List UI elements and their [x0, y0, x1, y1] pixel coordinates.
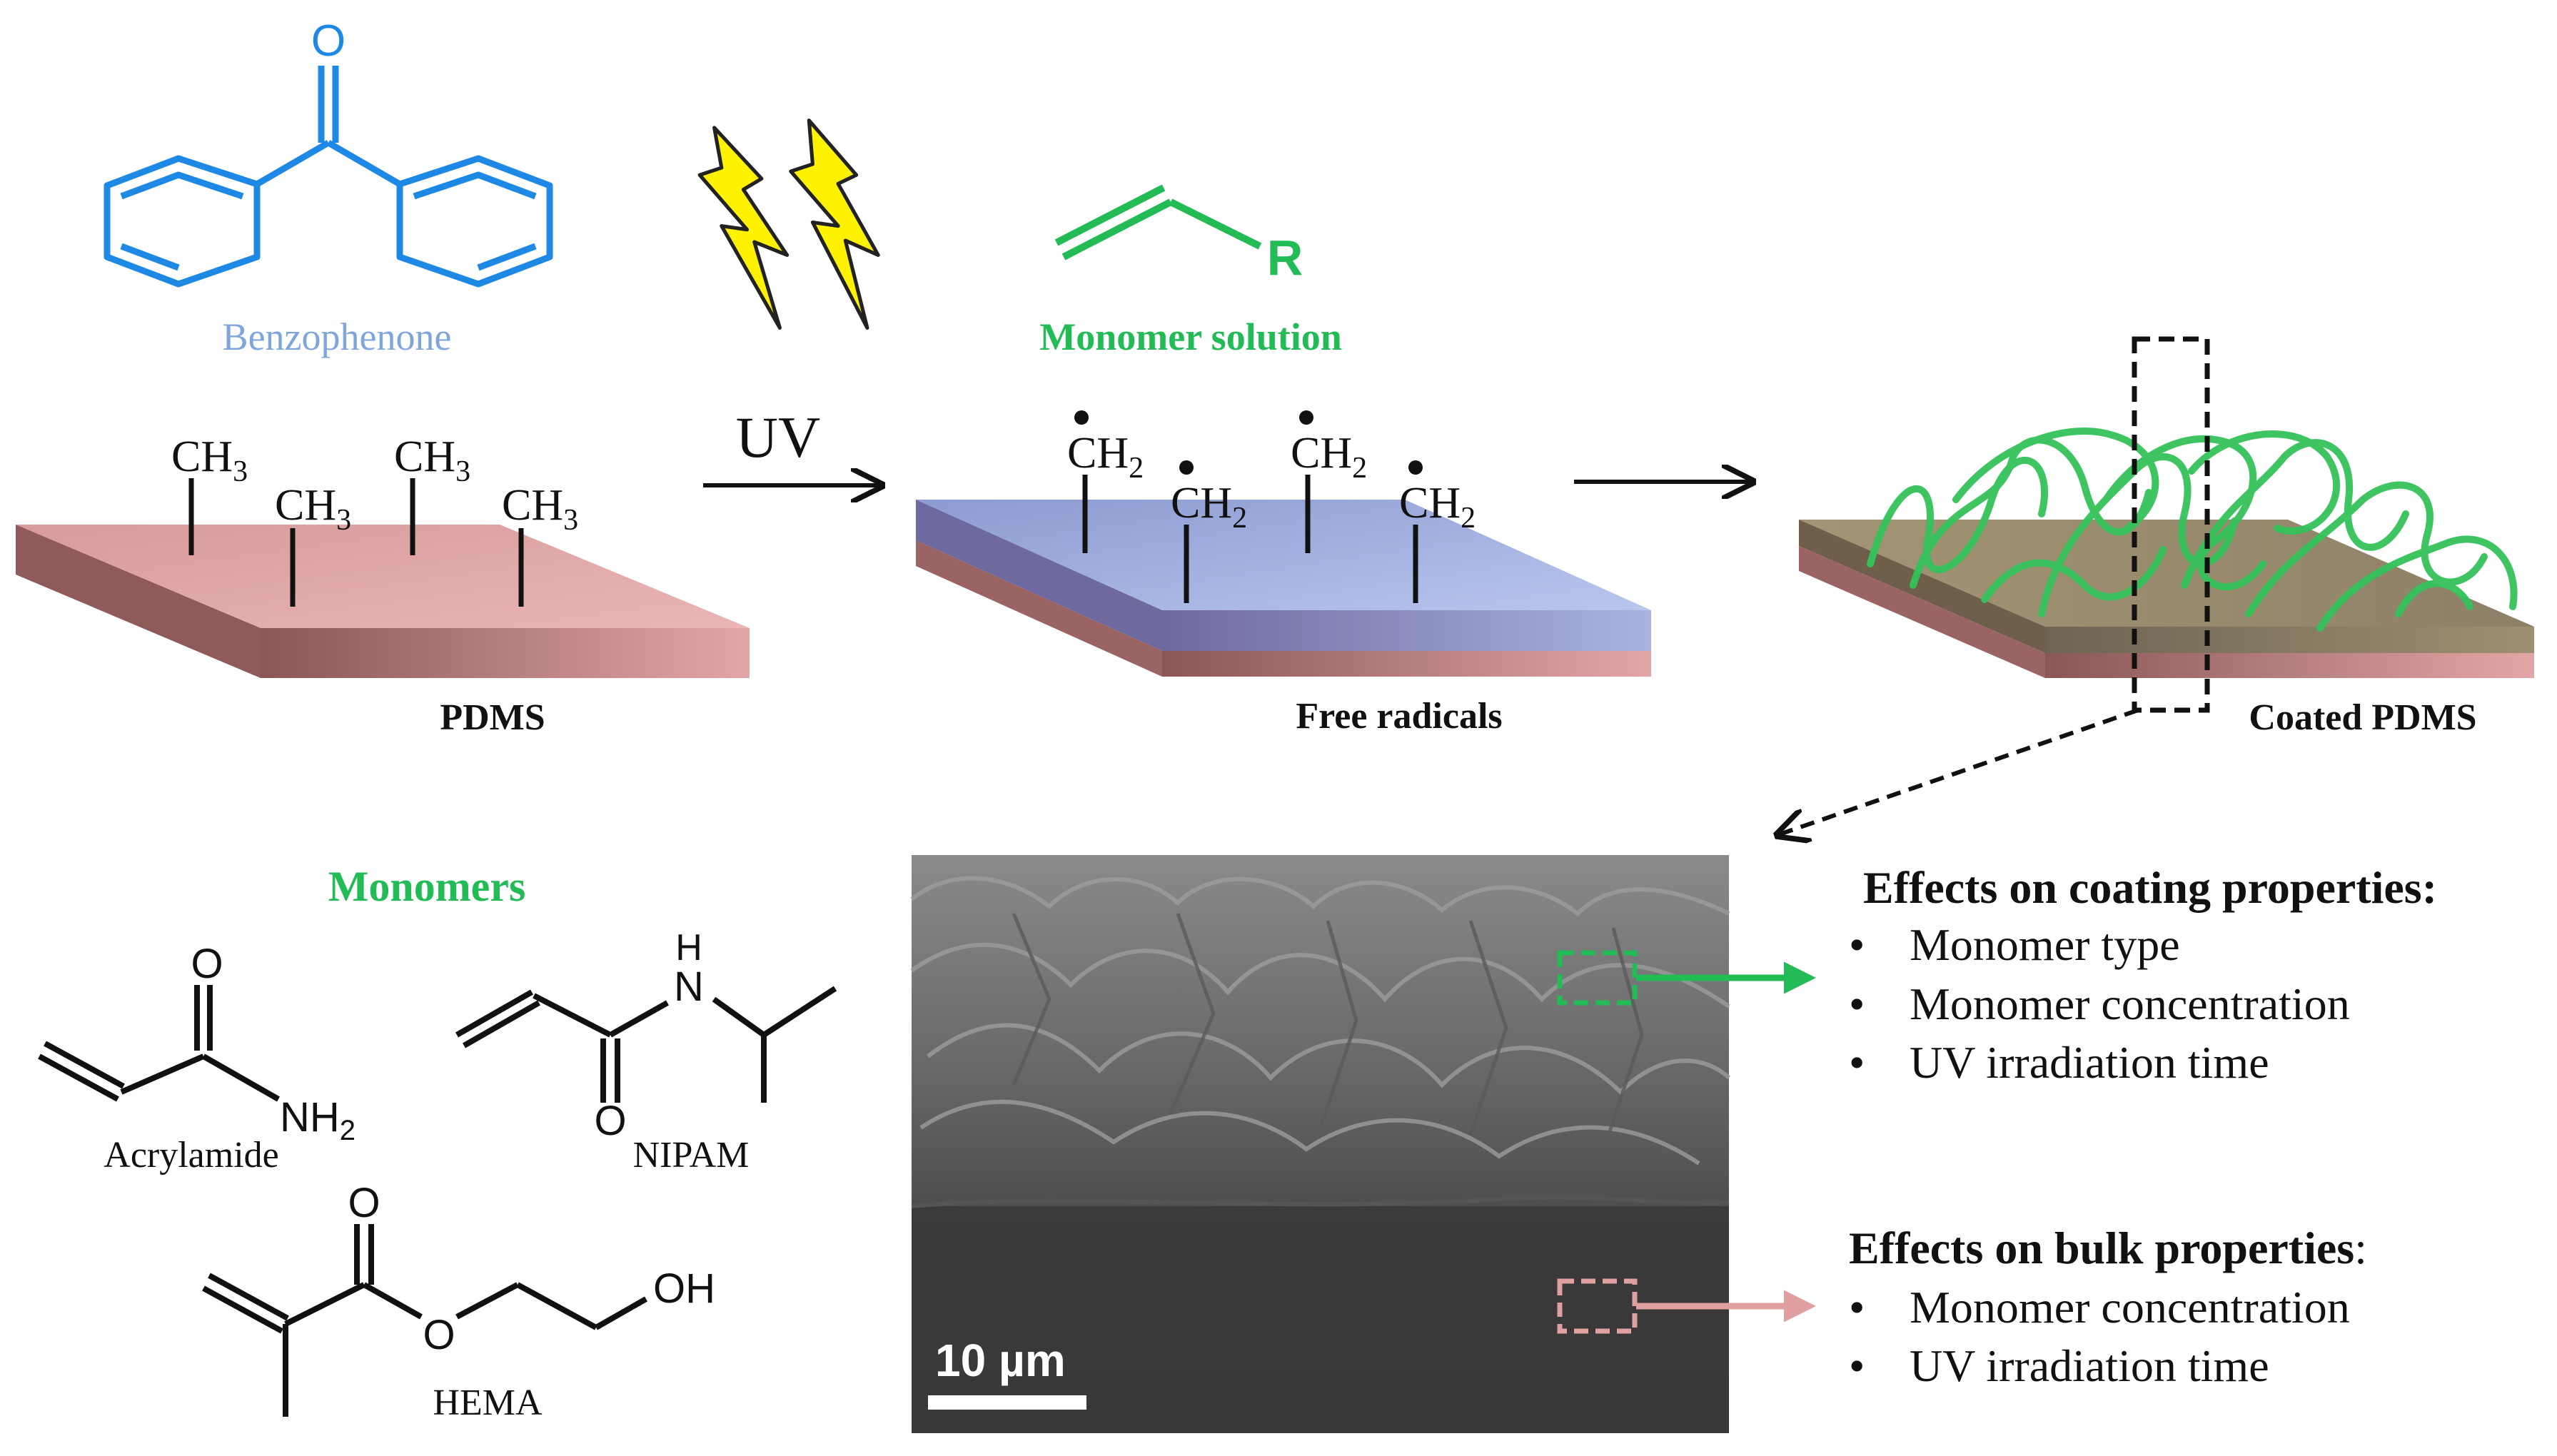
coating-effects-list: • Monomer type • Monomer concentration •… — [1849, 919, 2350, 1088]
nipam-structure — [455, 986, 837, 1103]
bulk-effect-item: UV irradiation time — [1910, 1340, 2269, 1391]
lightning-bolt-icon — [697, 118, 880, 330]
polymer-chains — [1867, 428, 2518, 632]
scale-bar-label: 10 µm — [935, 1335, 1066, 1386]
radical-dots — [1074, 410, 1423, 475]
bulk-region-marker — [1557, 1278, 1638, 1334]
methylene-labels: CH2 CH2 CH2 CH2 — [1067, 429, 1476, 535]
svg-text:CH2: CH2 — [1171, 479, 1247, 535]
monomer-solution-label: Monomer solution — [1039, 315, 1342, 358]
coated-pdms-slab — [1799, 520, 2534, 678]
benzophenone-structure: O — [104, 16, 553, 288]
coated-pdms-label: Coated PDMS — [2249, 697, 2476, 738]
monomer-r-label: R — [1267, 230, 1303, 285]
svg-text:•: • — [1849, 919, 1865, 970]
hema-hydroxyl: OH — [653, 1265, 715, 1312]
svg-text:•: • — [1849, 1037, 1865, 1088]
coating-effects-title: Effects on coating properties: — [1863, 862, 2437, 913]
monomers-title: Monomers — [328, 863, 526, 910]
bulk-effects-title: Effects on bulk properties: — [1849, 1223, 2367, 1273]
acrylamide-label: Acrylamide — [104, 1135, 278, 1176]
free-radicals-slab — [916, 500, 1651, 677]
hema-ester-oxygen: O — [423, 1312, 455, 1358]
svg-text:CH3: CH3 — [171, 433, 248, 488]
bulk-effect-item: Monomer concentration — [1910, 1282, 2350, 1333]
free-radicals-label: Free radicals — [1296, 696, 1502, 737]
coating-effect-item: Monomer type — [1910, 919, 2180, 970]
bulk-effects-list: • Monomer concentration • UV irradiation… — [1849, 1282, 2350, 1391]
coating-effect-item: Monomer concentration — [1910, 979, 2350, 1029]
pdms-methyl-groups — [188, 478, 524, 607]
coating-effect-item: UV irradiation time — [1910, 1037, 2269, 1088]
nipam-nitrogen: N — [674, 964, 704, 1010]
svg-text:CH3: CH3 — [502, 481, 578, 537]
dashed-arrow-icon — [1777, 708, 2139, 835]
monomer-structure — [1054, 184, 1262, 261]
svg-text:CH3: CH3 — [394, 433, 470, 488]
nipam-oxygen: O — [594, 1098, 626, 1144]
methyl-labels: CH3 CH3 CH3 CH3 — [171, 433, 578, 537]
zoom-region-box — [2132, 336, 2210, 713]
svg-text:CH2: CH2 — [1291, 429, 1367, 485]
svg-text:•: • — [1849, 1340, 1865, 1391]
sem-image: 10 µm — [910, 855, 1731, 1433]
scale-bar — [928, 1395, 1086, 1410]
hema-label: HEMA — [433, 1382, 543, 1423]
svg-text:CH3: CH3 — [275, 481, 351, 537]
svg-text:CH2: CH2 — [1067, 429, 1144, 485]
svg-text:•: • — [1849, 1282, 1865, 1333]
acrylamide-amine: NH2 — [280, 1094, 355, 1146]
coating-region-marker — [1557, 950, 1638, 1006]
hema-carbonyl-oxygen: O — [348, 1180, 380, 1226]
svg-text:CH2: CH2 — [1399, 479, 1476, 535]
pdms-slab — [16, 525, 750, 678]
benzophenone-oxygen-label: O — [311, 16, 346, 66]
svg-text:•: • — [1849, 979, 1865, 1029]
acrylamide-oxygen: O — [191, 941, 223, 987]
benzophenone-label: Benzophenone — [223, 315, 452, 358]
uv-label: UV — [736, 405, 820, 470]
nipam-label: NIPAM — [633, 1135, 750, 1176]
nipam-hydrogen: H — [675, 927, 702, 969]
radical-bonds — [1082, 475, 1418, 603]
pdms-label: PDMS — [440, 697, 545, 738]
hema-structure — [202, 1224, 647, 1417]
acrylamide-structure — [38, 985, 280, 1102]
